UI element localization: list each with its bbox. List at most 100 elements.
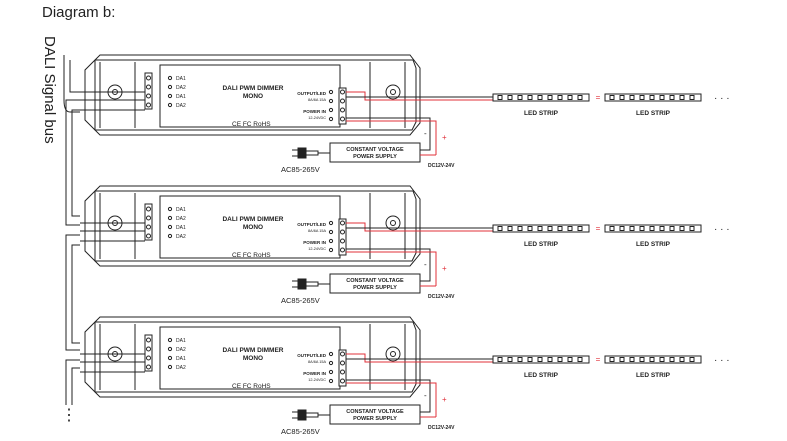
- output-label: OUTPUT/LED: [297, 353, 326, 358]
- power-wire-negative: [346, 117, 431, 132]
- led-chip: [567, 226, 573, 231]
- power-wire-positive: [346, 251, 437, 286]
- input-pin: [167, 84, 173, 90]
- led-chip: [577, 95, 583, 100]
- output-pin: [328, 229, 334, 235]
- bus-wire: [71, 109, 80, 217]
- output-wire-positive: [346, 353, 495, 363]
- dimmer-label-plate: [159, 195, 341, 259]
- output-pin: [328, 116, 334, 122]
- power-in-rating: 12-24VDC: [308, 116, 326, 120]
- input-screw: [146, 233, 151, 239]
- input-screw: [146, 102, 151, 108]
- dimmer-mode: MONO: [243, 93, 263, 100]
- led-chip: [577, 357, 583, 362]
- led-chip: [659, 226, 665, 231]
- output-screw: [340, 229, 345, 235]
- led-chip: [527, 357, 533, 362]
- dimmer-inner-frame: [94, 321, 417, 393]
- mount-hole-right: [390, 89, 396, 95]
- led-chip: [537, 95, 543, 100]
- output-screw: [340, 89, 345, 95]
- input-terminal: [144, 334, 153, 372]
- input-screw: [146, 355, 151, 361]
- led-chip: [679, 357, 685, 362]
- led-chip: [567, 95, 573, 100]
- dimmer-label-plate: [159, 326, 341, 390]
- input-screw: [146, 93, 151, 99]
- led-chip: [527, 226, 533, 231]
- input-label: DA1: [176, 338, 186, 344]
- input-screw: [146, 346, 151, 352]
- dimmer-inner-frame: [94, 190, 417, 262]
- cert-marks: CE FC RoHS: [232, 252, 271, 259]
- input-screw: [146, 215, 151, 221]
- power-wire-positive: [346, 382, 437, 417]
- polarity-plus: +: [442, 264, 447, 273]
- led-chip: [517, 226, 523, 231]
- mount-hole-right: [385, 215, 401, 231]
- polarity-minus: -: [424, 129, 427, 138]
- input-pin: [167, 355, 173, 361]
- power-wire-positive: [346, 120, 437, 155]
- cert-marks: CE FC RoHS: [232, 383, 271, 390]
- led-chip: [557, 95, 563, 100]
- ac-plug-icon: [297, 147, 307, 159]
- power-in-rating: 12-24VDC: [308, 247, 326, 251]
- dimmer-name: DALI PWM DIMMER: [222, 347, 283, 354]
- psu-subtitle: POWER SUPPLY: [353, 416, 397, 422]
- led-chip: [507, 226, 513, 231]
- input-label: DA1: [176, 76, 186, 82]
- output-screw: [340, 238, 345, 244]
- ac-plug-body: [305, 150, 319, 156]
- output-screw: [340, 369, 345, 375]
- output-wire-positive: [346, 91, 495, 101]
- output-screw: [340, 98, 345, 104]
- psu-subtitle: POWER SUPPLY: [353, 285, 397, 291]
- psu-title: CONSTANT VOLTAGE: [346, 278, 404, 284]
- input-label: DA2: [176, 85, 186, 91]
- output-pin: [328, 351, 334, 357]
- mount-hole-right: [385, 346, 401, 362]
- output-rating: 8A/6A 15A: [308, 360, 326, 364]
- input-pin: [167, 93, 173, 99]
- input-terminal: [144, 72, 153, 110]
- led-chip: [679, 226, 685, 231]
- output-terminal: [338, 87, 347, 125]
- input-screw: [146, 75, 151, 81]
- led-chip: [577, 226, 583, 231]
- output-label: OUTPUT/LED: [297, 91, 326, 96]
- output-screw: [340, 351, 345, 357]
- input-label: DA2: [176, 365, 186, 371]
- output-pin: [328, 89, 334, 95]
- led-chip: [649, 95, 655, 100]
- ac-voltage-label: AC85-265V: [281, 296, 320, 305]
- strip-joint: =: [596, 224, 601, 233]
- psu-dc-negative: [420, 263, 431, 282]
- polarity-plus: +: [442, 133, 447, 142]
- output-screw: [340, 107, 345, 113]
- input-screw: [146, 224, 151, 230]
- output-pin: [328, 107, 334, 113]
- led-chip: [669, 226, 675, 231]
- input-terminal: [144, 203, 153, 241]
- dc-voltage-label: DC12V-24V: [428, 163, 455, 169]
- input-label: DA1: [176, 356, 186, 362]
- bus-wire: [65, 359, 80, 405]
- power-in-label: POWER IN: [303, 240, 326, 245]
- input-screw: [146, 364, 151, 370]
- led-chip: [639, 226, 645, 231]
- led-chip: [689, 226, 695, 231]
- input-pin: [167, 215, 173, 221]
- led-chip: [629, 95, 635, 100]
- output-pin: [328, 369, 334, 375]
- led-chip: [567, 357, 573, 362]
- input-label: DA2: [176, 103, 186, 109]
- led-chip: [649, 226, 655, 231]
- led-strip-label: LED STRIP: [636, 372, 671, 379]
- input-label: DA2: [176, 234, 186, 240]
- bus-wire: [71, 367, 80, 405]
- led-chip: [679, 95, 685, 100]
